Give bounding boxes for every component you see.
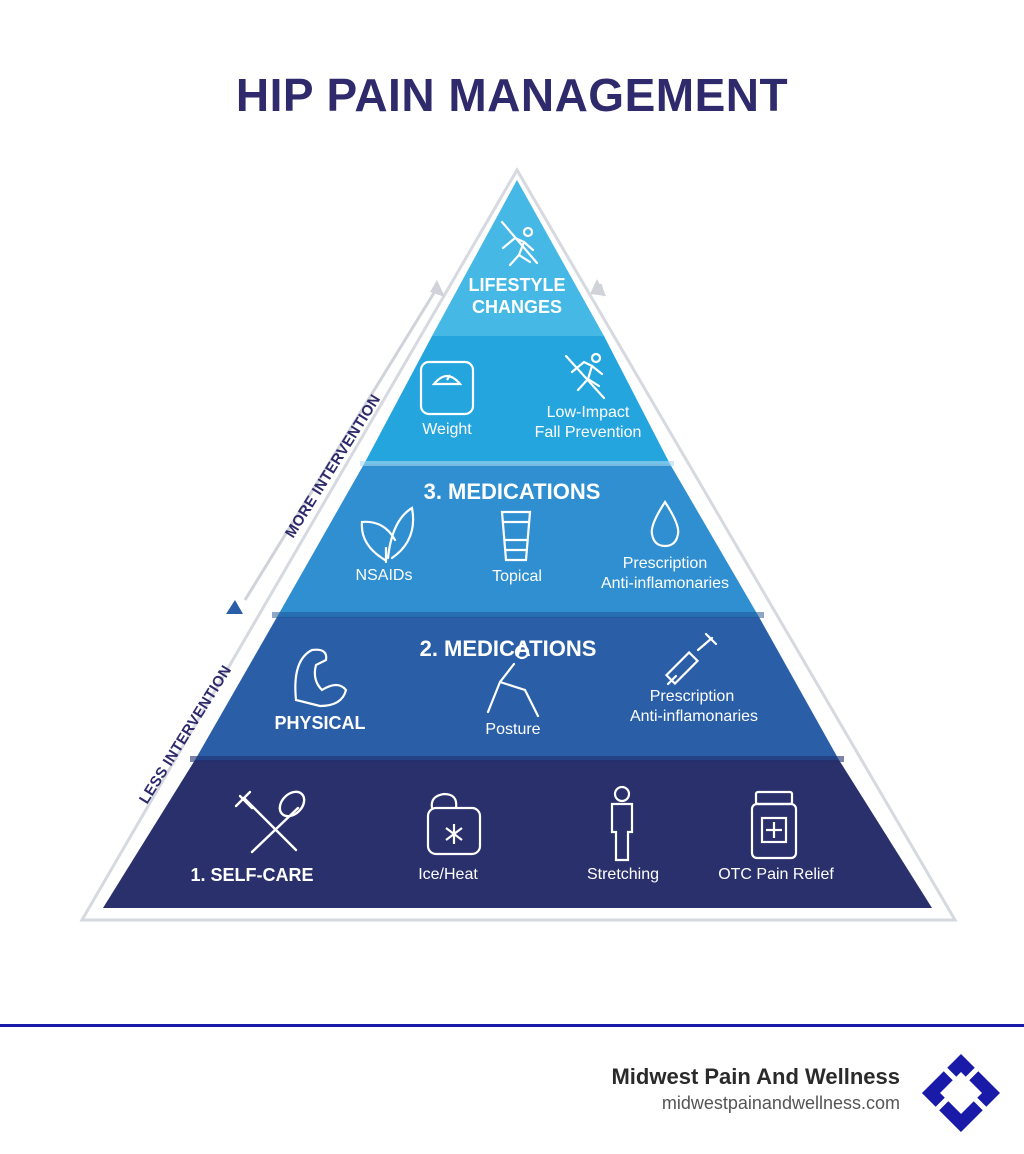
top-tier-label-line1: LIFESTYLE (468, 275, 566, 295)
medications-3-heading: 3. MEDICATIONS (423, 479, 601, 504)
drop-icon (650, 499, 680, 548)
prescription-label-2: Prescription (649, 688, 735, 705)
tier-top (432, 180, 604, 336)
syringe-icon (664, 632, 718, 686)
triangle-marker-icon (226, 600, 243, 614)
self-care-label: 1. SELF-CARE (190, 865, 314, 885)
weight-label: Weight (422, 421, 472, 438)
footer-divider (0, 1024, 1024, 1027)
medicine-bottle-icon (750, 790, 798, 860)
pyramid-outline (79, 167, 958, 922)
brand-logo-icon (922, 1054, 1000, 1132)
low-impact-label: Low-Impact (546, 404, 630, 421)
posture-label: Posture (485, 721, 541, 738)
ice-pack-icon (426, 792, 482, 856)
scale-icon (419, 360, 475, 416)
arrow-up-right-icon (590, 279, 606, 296)
stretching-label: Stretching (586, 866, 660, 883)
pyramid-diagram (79, 167, 958, 922)
page-title: HIP PAIN MANAGEMENT (235, 69, 789, 121)
tube-icon (500, 510, 532, 562)
topical-label: Topical (492, 568, 542, 585)
top-tier-label-line2: CHANGES (471, 297, 562, 317)
no-running-icon (500, 220, 539, 267)
otc-pain-relief-label: OTC Pain Relief (718, 866, 834, 883)
medications-2-heading: 2. MEDICATIONS (419, 636, 597, 661)
nsaids-label: NSAIDs (355, 567, 413, 584)
anti-inflammatories-label-2: Anti-inflamonaries (629, 708, 759, 725)
no-running-icon-2 (564, 352, 606, 400)
anti-inflammatories-label-3: Anti-inflamonaries (600, 575, 730, 592)
fall-prevention-label: Fall Prevention (534, 424, 642, 441)
physical-label: PHYSICAL (274, 713, 366, 733)
brand-name: Midwest Pain And Wellness (611, 1064, 900, 1089)
fork-spoon-icon (234, 790, 306, 854)
muscle-arm-icon (294, 648, 348, 708)
prescription-label-3: Prescription (622, 555, 708, 572)
leaf-icon (360, 506, 415, 564)
standing-person-icon (610, 785, 634, 862)
brand-block[interactable]: Midwest Pain And Wellness midwestpainand… (611, 1064, 900, 1114)
arrow-up-left-icon (430, 280, 445, 297)
brand-url[interactable]: midwestpainandwellness.com (661, 1093, 900, 1113)
ice-heat-label: Ice/Heat (418, 866, 478, 883)
posture-figure-icon (486, 644, 540, 718)
tier-self-care (103, 760, 932, 908)
